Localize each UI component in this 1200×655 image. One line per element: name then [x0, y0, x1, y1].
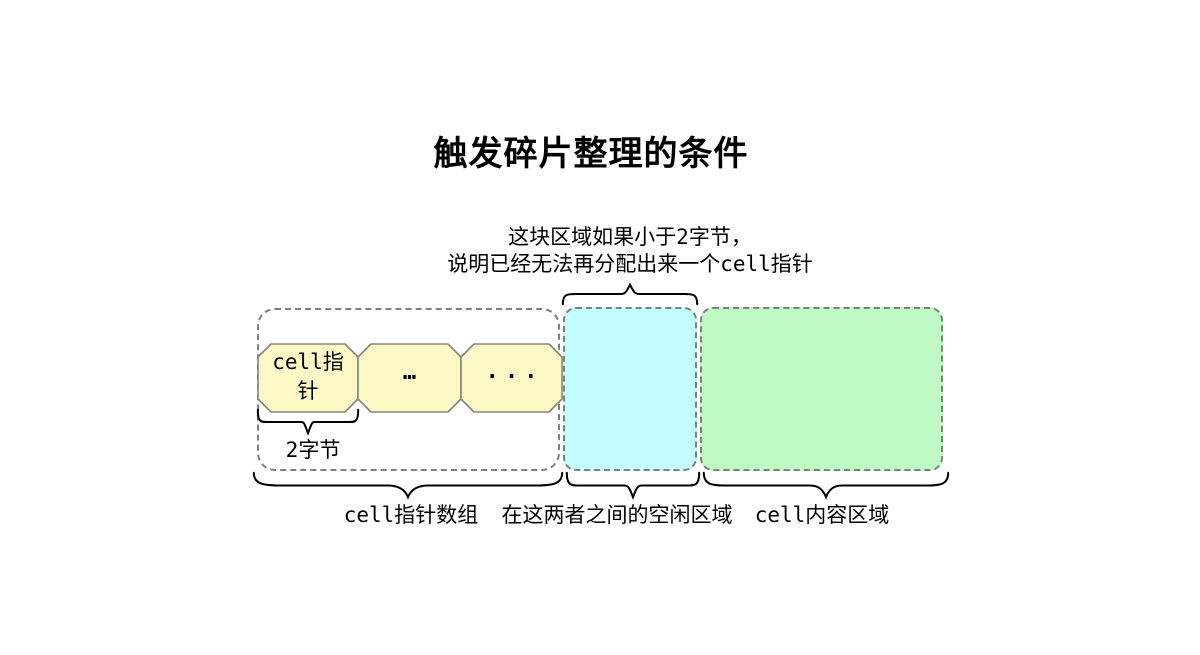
two-byte-label: 2字节 [285, 438, 341, 462]
free-region-caption: 在这两者之间的空闲区域 [501, 503, 733, 527]
annotation-text: 这块区域如果小于2字节， 说明已经无法再分配出来一个cell指针 [410, 224, 850, 278]
annotation-line2: 说明已经无法再分配出来一个cell指针 [447, 252, 813, 276]
page-title: 触发碎片整理的条件 [433, 134, 749, 174]
cell-ellipsis-box-1 [357, 343, 462, 413]
cell-content-region [700, 307, 943, 471]
cell-pointer-box [257, 343, 359, 413]
cell-pointer-label: cell指针 [258, 344, 358, 410]
free-space-region [563, 307, 697, 471]
free-region-bottom-brace [565, 471, 701, 500]
cell-ellipsis-label-1: … [358, 344, 461, 410]
annotation-line1: 这块区域如果小于2字节， [508, 225, 752, 249]
array-region-bottom-brace [252, 471, 564, 500]
cell-boxes [257, 343, 563, 413]
cell-pointer-label-text: cell指针 [272, 350, 344, 403]
two-byte-brace [256, 408, 360, 436]
array-region-caption: cell指针数组 [343, 503, 479, 527]
content-region-caption: cell内容区域 [754, 503, 890, 527]
free-region-top-brace [561, 282, 699, 306]
cell-ellipsis-box-2 [460, 343, 563, 413]
content-region-bottom-brace [702, 471, 950, 500]
cell-ellipsis-text-1: … [402, 359, 417, 385]
cell-ellipsis-text-2: ··· [485, 364, 544, 390]
cell-ellipsis-label-2: ··· [461, 344, 562, 410]
